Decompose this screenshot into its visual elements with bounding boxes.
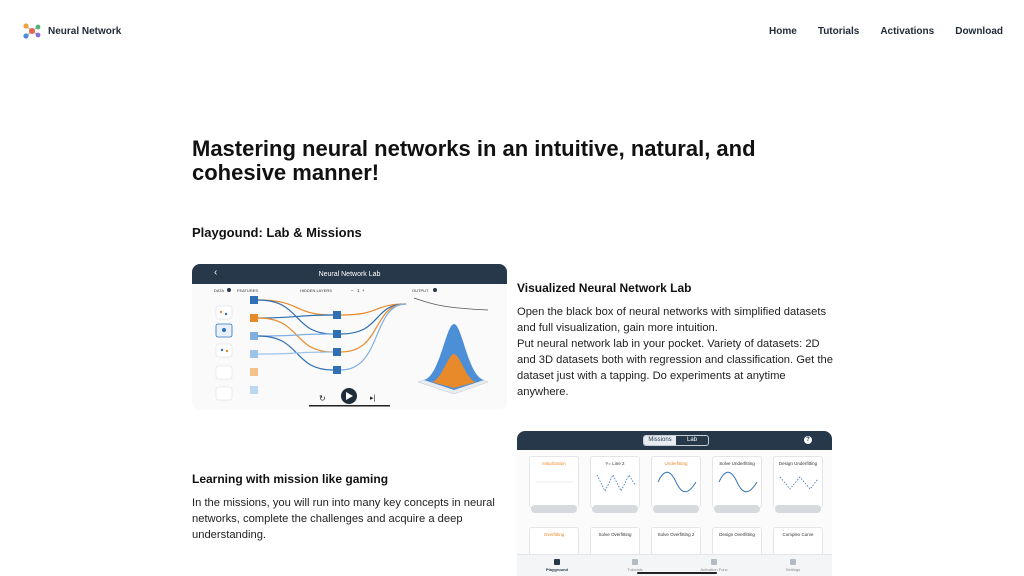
tutorials-icon [632,559,638,565]
tab-label: Tutorials [627,567,643,572]
missions-description: In the missions, you will run into many … [192,497,495,541]
lab-paragraph-2: Put neural network lab in your pocket. V… [517,338,833,398]
segment-lab[interactable]: Lab [686,437,697,443]
neural-network-logo-icon [23,23,41,39]
mission-chart-icon [718,471,758,493]
tab-label: Playground [545,567,568,572]
mission-stars [592,505,638,513]
step-icon: ▸| [370,394,376,402]
playback-controls: ↻ ▸| [309,388,390,407]
lab-data-label: DATA [214,288,224,293]
mission-card[interactable]: Initialization [529,456,579,508]
tab-label: Settings [785,567,801,572]
site-header: Neural Network Home Tutorials Activation… [0,0,1024,64]
mission-card-title: Complex Curve [782,532,814,537]
mission-card-title: Overfitting [543,532,565,537]
lab-description: Open the black box of neural networks wi… [517,304,835,400]
mission-stars [714,505,760,513]
lab-screenshot-title: Neural Network Lab [318,270,381,278]
lab-screenshot: ‹ Neural Network Lab DATA FEATURES HIDDE… [192,264,507,410]
logo-text: Neural Network [48,25,122,37]
mission-card-title: Design Overfitting [719,532,755,537]
tab-activation-func[interactable]: Activation Func [694,559,734,572]
gear-icon [433,288,437,292]
section-title: Playgound: Lab & Missions [192,225,362,240]
mission-stars [775,505,821,513]
output-3d-surface [417,324,489,395]
mission-chart-icon [536,481,574,483]
missions-heading: Learning with mission like gaming [192,472,389,486]
tab-playground[interactable]: Playground [537,559,577,572]
mission-chart-icon [657,471,697,493]
app-tab-bar: Playground Tutorials Activation Func Set… [517,554,832,576]
mission-card[interactable]: Y= Line 2 [590,456,640,508]
dataset-thumbnails [215,305,233,401]
home-indicator [637,572,717,574]
back-chevron-icon: ‹ [214,267,218,278]
playground-icon [554,559,560,565]
nav-home[interactable]: Home [769,26,797,37]
logo[interactable]: Neural Network [22,21,121,41]
missions-screenshot: Missions Lab ? Initialization Y= Line 2 … [517,431,832,576]
mission-card-title: Solve Underfitting [719,461,755,466]
mission-card[interactable]: Design Underfitting [773,456,823,508]
mission-card-title: Design Underfitting [778,461,818,466]
lab-hidden-layers-label: HIDDEN LAYERS [300,288,332,293]
tab-label: Activation Func [700,567,728,572]
mission-card-title: Initialization [542,461,566,466]
tab-settings[interactable]: Settings [773,559,813,572]
nav-tutorials[interactable]: Tutorials [817,26,860,37]
lab-screenshot-body: DATA FEATURES HIDDEN LAYERS – 1 + OUTPUT [192,284,507,410]
lab-screenshot-bar: ‹ Neural Network Lab [192,264,507,284]
tab-tutorials[interactable]: Tutorials [615,559,655,572]
missions-grid: Initialization Y= Line 2 Underfitting So… [517,450,832,576]
mission-stars [653,505,699,513]
mission-card-title: Underfitting [664,461,688,466]
mission-card-title: Solve Overfitting [598,532,632,537]
feature-nodes [250,296,258,394]
lab-network-illustration: DATA FEATURES HIDDEN LAYERS – 1 + OUTPUT [214,288,489,407]
hero-title: Mastering neural networks in an intuitiv… [192,136,756,185]
restart-icon: ↻ [319,394,326,403]
mission-card[interactable]: Underfitting [651,456,701,508]
gear-icon [790,559,796,565]
mission-chart-icon [596,474,636,492]
loss-curve [413,297,489,311]
network-connections [257,299,407,371]
gear-icon [227,288,231,292]
mission-card[interactable]: Solve Underfitting [712,456,762,508]
layer-plus-icon: + [362,288,365,293]
segment-missions[interactable]: Missions [644,436,676,445]
mission-chart-icon [779,476,819,490]
missions-lab-segment[interactable]: Missions Lab [643,435,709,446]
nav-download[interactable]: Download [955,26,1003,37]
lab-paragraph-1: Open the black box of neural networks wi… [517,306,827,334]
layer-count: 1 [357,288,360,293]
lab-heading: Visualized Neural Network Lab [517,281,692,295]
layer-minus-icon: – [351,288,354,293]
lab-output-label: OUTPUT [412,288,429,293]
mission-stars [531,505,577,513]
play-icon [346,392,353,400]
lab-features-label: FEATURES [237,288,258,293]
activation-icon [711,559,717,565]
hidden-nodes [333,311,341,374]
main-nav: Home Tutorials Activations Download [769,26,1003,37]
nav-activations[interactable]: Activations [880,26,935,37]
help-icon[interactable]: ? [804,436,812,444]
missions-screenshot-bar: Missions Lab ? [517,431,832,450]
mission-card-title: Solve Overfitting 2 [657,532,695,537]
mission-card-title: Y= Line 2 [605,461,625,466]
progress-track [309,405,390,407]
